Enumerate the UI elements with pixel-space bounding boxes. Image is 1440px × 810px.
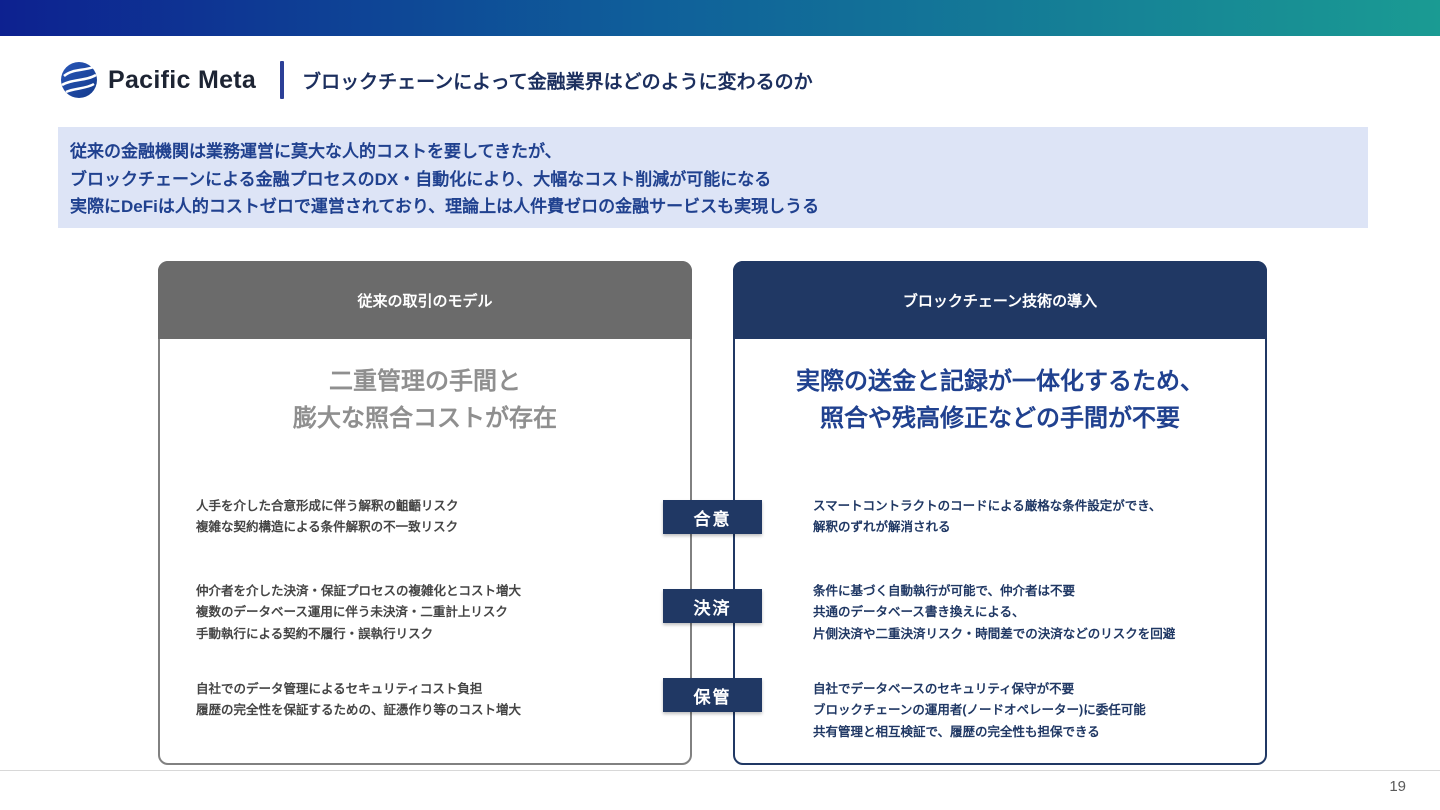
item-line: 条件に基づく自動執行が可能で、仲介者は不要	[813, 584, 1076, 598]
traditional-model-panel-header: 従来の取引のモデル	[158, 261, 692, 339]
item-line: 自社でデータベースのセキュリティ保守が不要	[813, 682, 1075, 696]
item-line: 共通のデータベース書き換えによる、	[813, 605, 1025, 620]
pacific-meta-logo-icon	[61, 62, 97, 98]
blockchain-settlement-benefits: 条件に基づく自動執行が可能で、仲介者は不要 共通のデータベース書き換えによる、 …	[813, 581, 1175, 645]
item-line: 複数のデータベース運用に伴う未決済・二重計上リスク	[196, 605, 508, 620]
item-line: 人手を介した合意形成に伴う解釈の齟齬リスク	[196, 499, 459, 513]
blockchain-panel: ブロックチェーン技術の導入 実際の送金と記録が一体化するため、 照合や残高修正な…	[733, 261, 1267, 765]
item-line: 自社でのデータ管理によるセキュリティコスト負担	[196, 682, 483, 696]
item-line: 解釈のずれが解消される	[813, 520, 951, 535]
footer-divider	[0, 770, 1440, 771]
summary-box: 従来の金融機関は業務運営に莫大な人的コストを要してきたが、 ブロックチェーンによ…	[58, 127, 1368, 228]
summary-line-1: 従来の金融機関は業務運営に莫大な人的コストを要してきたが、	[70, 142, 562, 161]
page-number: 19	[1389, 778, 1406, 795]
badge-agreement: 合意	[663, 500, 762, 534]
blockchain-agreement-benefits: スマートコントラクトのコードによる厳格な条件設定ができ、 解釈のずれが解消される	[813, 496, 1161, 539]
traditional-model-panel: 従来の取引のモデル 二重管理の手間と 膨大な照合コストが存在 人手を介した合意形…	[158, 261, 692, 765]
summary-line-2: ブロックチェーンによる金融プロセスのDX・自動化により、大幅なコスト削減が可能に…	[70, 169, 772, 189]
summary-line-3: 実際にDeFiは人的コストゼロで運営されており、理論上は人件費ゼロの金融サービス…	[70, 197, 820, 217]
traditional-model-headline: 二重管理の手間と 膨大な照合コストが存在	[160, 363, 690, 437]
badge-custody: 保管	[663, 678, 762, 712]
headline-line: 膨大な照合コストが存在	[293, 405, 557, 433]
item-line: 手動執行による契約不履行・誤執行リスク	[196, 626, 434, 641]
traditional-settlement-risks: 仲介者を介した決済・保証プロセスの複雑化とコスト増大 複数のデータベース運用に伴…	[196, 581, 521, 645]
item-line: 履歴の完全性を保証するための、証憑作り等のコスト増大	[196, 703, 522, 718]
item-line: 片側決済や二重決済リスク・時間差での決済などのリスクを回避	[813, 626, 1176, 641]
brand-name: Pacific Meta	[108, 65, 257, 94]
top-gradient-bar	[0, 0, 1440, 36]
title-divider	[280, 61, 285, 99]
traditional-agreement-risks: 人手を介した合意形成に伴う解釈の齟齬リスク 複雑な契約構造による条件解釈の不一致…	[196, 496, 459, 539]
blockchain-headline: 実際の送金と記録が一体化するため、 照合や残高修正などの手間が不要	[735, 363, 1265, 437]
item-line: スマートコントラクトのコードによる厳格な条件設定ができ、	[813, 499, 1162, 513]
blockchain-panel-header: ブロックチェーン技術の導入	[733, 261, 1267, 339]
traditional-custody-risks: 自社でのデータ管理によるセキュリティコスト負担 履歴の完全性を保証するための、証…	[196, 679, 521, 722]
blockchain-custody-benefits: 自社でデータベースのセキュリティ保守が不要 ブロックチェーンの運用者(ノードオペ…	[813, 679, 1146, 743]
slide-header: Pacific Meta ブロックチェーンによって金融業界はどのように変わるのか	[60, 58, 813, 102]
item-line: 仲介者を介した決済・保証プロセスの複雑化とコスト増大	[196, 584, 522, 598]
headline-line: 実際の送金と記録が一体化するため、	[796, 368, 1204, 395]
page-title: ブロックチェーンによって金融業界はどのように変わるのか	[302, 71, 813, 93]
item-line: 複雑な契約構造による条件解釈の不一致リスク	[196, 520, 459, 535]
headline-line: 二重管理の手間と	[329, 368, 521, 395]
item-line: 共有管理と相互検証で、履歴の完全性も担保できる	[813, 724, 1100, 739]
badge-settlement: 決済	[663, 589, 762, 623]
item-line: ブロックチェーンの運用者(ノードオペレーター)に委任可能	[813, 703, 1146, 718]
headline-line: 照合や残高修正などの手間が不要	[820, 405, 1180, 433]
